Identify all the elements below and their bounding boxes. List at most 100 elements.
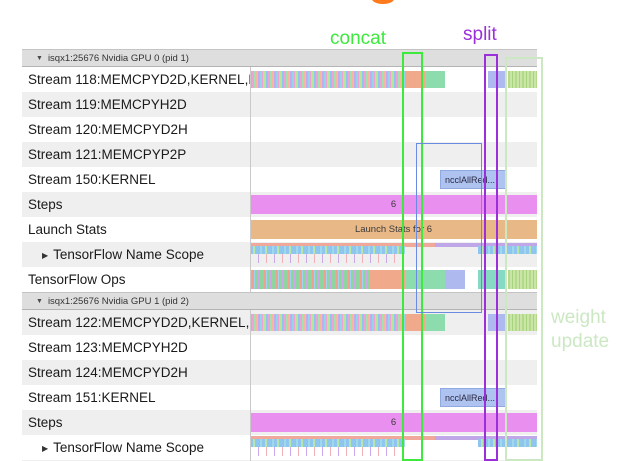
timeline-row[interactable]: TensorFlow Ops [22,267,537,292]
chevron-down-icon[interactable]: ▼ [36,297,43,305]
row-track[interactable]: Launch Stats for 6 [250,217,537,242]
label-column-divider [250,142,251,167]
row-label-text: Stream 120:MEMCPYD2H [28,122,188,137]
row-label-text: Stream 122:MEMCPYD2D,KERNEL,MI [28,315,250,330]
row-track[interactable]: ncclAllRed... [250,385,537,410]
timeline-segment[interactable] [508,71,537,88]
row-label-text: Launch Stats [28,222,107,237]
label-column-divider [250,92,251,117]
timeline-segment[interactable] [250,436,537,440]
row-track[interactable] [250,117,537,142]
row-track[interactable] [250,67,537,92]
timeline-segment[interactable] [488,314,506,331]
timeline-segment[interactable] [435,243,537,247]
row-track[interactable] [250,242,537,267]
row-label-text: Stream 151:KERNEL [28,390,156,405]
row-track[interactable] [250,310,537,335]
timeline-row[interactable]: Steps 6 [22,410,537,435]
timeline-segment[interactable] [370,270,405,289]
timeline-row[interactable]: Stream 151:KERNEL ncclAllRed... [22,385,537,410]
timeline-row[interactable]: Stream 118:MEMCPYD2D,KERNEL,ME [22,67,537,92]
group-header-0[interactable]: ▼isqx1:25676 Nvidia GPU 0 (pid 1) [22,49,537,67]
annotation-label-weight-update: weight update [551,307,610,352]
timeline-segment[interactable] [250,246,405,254]
row-label: ▶ TensorFlow Name Scope [22,247,250,262]
timeline-segment[interactable] [478,246,537,254]
timeline-row[interactable]: ▶ TensorFlow Name Scope [22,435,537,460]
row-track[interactable] [250,335,537,360]
row-track[interactable]: 6 [250,410,537,435]
row-track[interactable] [250,267,537,292]
row-label: Stream 122:MEMCPYD2D,KERNEL,MI [22,315,250,330]
timeline-segment[interactable] [405,71,425,88]
timeline-segment[interactable] [250,243,537,247]
timeline-row[interactable]: Launch Stats Launch Stats for 6 [22,217,537,242]
row-track[interactable] [250,360,537,385]
row-track[interactable] [250,92,537,117]
timeline-segment[interactable] [478,270,506,289]
group-header-1[interactable]: ▼isqx1:25676 Nvidia GPU 1 (pid 2) [22,292,537,310]
label-column-divider [250,435,251,460]
steps-bar[interactable]: 6 [250,413,537,432]
row-label: Stream 119:MEMCPYH2D [22,97,250,112]
chevron-down-icon[interactable]: ▼ [36,54,43,62]
row-label: Stream 150:KERNEL [22,172,250,187]
label-column-divider [250,360,251,385]
label-column-divider [250,385,251,410]
row-label: Stream 124:MEMCPYD2H [22,365,250,380]
timeline-segment[interactable] [405,270,445,289]
timeline-segment[interactable] [425,314,445,331]
row-label-text: TensorFlow Name Scope [53,440,204,455]
timeline-segment[interactable] [445,270,465,289]
timeline-segment[interactable] [508,314,537,331]
timeline-segment[interactable] [250,439,405,447]
trace-timeline-panel[interactable]: ▼isqx1:25676 Nvidia GPU 0 (pid 1)Stream … [22,49,537,461]
timeline-segment[interactable] [250,270,405,289]
nccl-allreduce-block[interactable]: ncclAllRed... [440,388,506,407]
timeline-segment[interactable] [250,254,405,263]
timeline-segment[interactable] [250,71,405,88]
row-label: Steps [22,197,250,212]
timeline-row[interactable]: ▶ TensorFlow Name Scope [22,242,537,267]
chevron-right-icon[interactable]: ▶ [42,444,49,453]
label-column-divider [250,267,251,292]
timeline-row[interactable]: Stream 121:MEMCPYP2P [22,142,537,167]
row-label: Stream 120:MEMCPYD2H [22,122,250,137]
row-label: Stream 151:KERNEL [22,390,250,405]
row-track[interactable]: 6 [250,192,537,217]
timeline-segment[interactable] [435,436,537,440]
row-track[interactable] [250,435,537,460]
row-label-text: TensorFlow Ops [28,272,126,287]
launch-stats-bar[interactable]: Launch Stats for 6 [250,220,537,239]
row-label-text: TensorFlow Name Scope [53,247,204,262]
timeline-row[interactable]: Stream 124:MEMCPYD2H [22,360,537,385]
timeline-row[interactable]: Stream 122:MEMCPYD2D,KERNEL,MI [22,310,537,335]
row-label: Stream 121:MEMCPYP2P [22,147,250,162]
row-track[interactable]: ncclAllRed... [250,167,537,192]
timeline-segment[interactable] [508,270,537,289]
row-label-text: Stream 150:KERNEL [28,172,156,187]
timeline-row[interactable]: Stream 119:MEMCPYH2D [22,92,537,117]
timeline-row[interactable]: Stream 150:KERNEL ncclAllRed... [22,167,537,192]
timeline-segment[interactable] [250,314,405,331]
nccl-allreduce-block[interactable]: ncclAllRed... [440,170,506,189]
timeline-row[interactable]: Stream 123:MEMCPYH2D [22,335,537,360]
label-column-divider [250,217,251,242]
timeline-segment[interactable] [250,447,405,456]
chevron-right-icon[interactable]: ▶ [42,251,49,260]
steps-bar[interactable]: 6 [250,195,537,214]
timeline-segment[interactable] [478,439,537,447]
label-column-divider [250,310,251,335]
label-column-divider [250,192,251,217]
row-track[interactable] [250,142,537,167]
label-column-divider [250,67,251,92]
timeline-row[interactable]: Stream 120:MEMCPYD2H [22,117,537,142]
row-label-text: Stream 123:MEMCPYH2D [28,340,188,355]
timeline-segment[interactable] [488,71,506,88]
row-label-text: Steps [28,415,63,430]
timeline-segment[interactable] [405,314,425,331]
timeline-segment[interactable] [425,71,445,88]
row-label: TensorFlow Ops [22,272,250,287]
